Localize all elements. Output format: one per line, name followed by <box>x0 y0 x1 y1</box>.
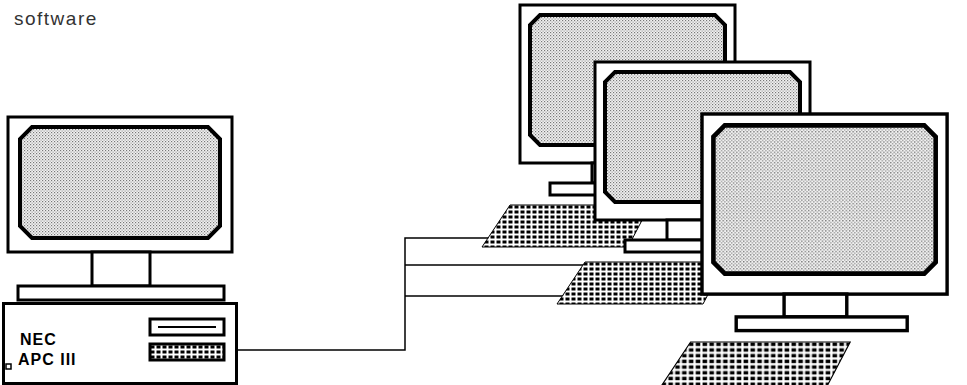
caption-label: software <box>14 8 98 30</box>
model-label: NEC <box>18 330 235 350</box>
model-label: APC III <box>18 350 235 370</box>
terminal-3 <box>659 114 947 385</box>
host-monitor <box>8 117 232 300</box>
base-unit-box: NECAPC III <box>2 302 238 385</box>
